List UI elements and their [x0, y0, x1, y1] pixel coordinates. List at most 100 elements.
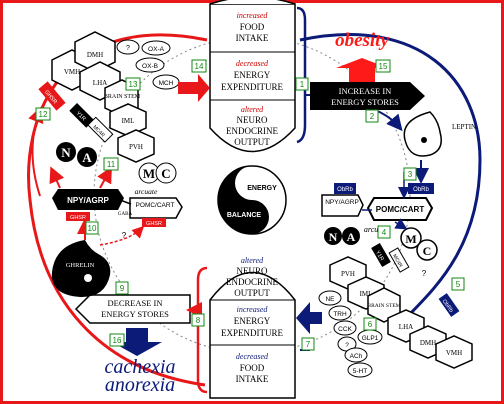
bottom-b3-l1: FOOD: [240, 363, 265, 373]
step-4: 4: [382, 228, 387, 237]
l-oxb: OX-B: [142, 63, 158, 70]
blue-cycle-arc: [299, 33, 482, 331]
bottom-b2-l2: EXPENDITURE: [221, 328, 283, 338]
top-b1-l1: FOOD: [240, 22, 265, 32]
ghrelin-label: GHRELIN: [66, 262, 95, 269]
obesity-arrow: [336, 58, 388, 82]
top-b2-l2: EXPENDITURE: [221, 82, 283, 92]
step-9: 9: [120, 284, 125, 293]
leptin-label: LEPTIN: [452, 123, 476, 131]
r-dmh: DMH: [420, 339, 436, 347]
top-b3-adj: altered: [241, 105, 264, 114]
top-b2-l1: ENERGY: [234, 70, 271, 80]
r-vmh: VMH: [446, 349, 462, 357]
r-brainstem: BRAIN STEM: [367, 303, 400, 309]
r-ne: NE: [325, 296, 335, 303]
step-16: 16: [113, 336, 122, 345]
increase-l1: INCREASE IN: [339, 86, 392, 96]
top-b2-adj: decreased: [236, 59, 269, 68]
l-gaba: GABA: [118, 212, 133, 217]
cachexia-arrow: [112, 328, 162, 356]
r-glp1: GLP1: [362, 335, 379, 342]
r-n: N: [329, 230, 338, 244]
bottom-b1-l2: ENDOCRINE: [226, 277, 278, 287]
energy-label: ENERGY: [247, 185, 277, 192]
r-y1r: Y1R: [374, 250, 385, 262]
r-arcuate: arcuate: [364, 225, 389, 234]
l-c: C: [161, 166, 170, 181]
r-cck: CCK: [338, 326, 352, 333]
bottom-b2-l1: ENERGY: [234, 316, 271, 326]
step-13: 13: [129, 80, 138, 89]
l-pomc: POMC/CART: [136, 202, 175, 209]
r-npy: NPY/AGRP: [325, 199, 359, 206]
step-14: 14: [195, 62, 204, 71]
l-a: A: [82, 150, 92, 165]
decrease-energy-box: DECREASE IN ENERGY STORES: [74, 294, 191, 324]
r-m: M: [405, 232, 416, 246]
l-q-oval: ?: [126, 45, 130, 52]
step-10: 10: [88, 224, 97, 233]
step-15: 15: [379, 62, 388, 71]
step-5: 5: [456, 280, 461, 289]
top-outcome-panel: increased FOOD INTAKE decreased ENERGY E…: [209, 0, 296, 153]
r-5ht: 5-HT: [353, 368, 367, 375]
r-q2: ?: [422, 269, 427, 278]
step-3: 3: [408, 170, 413, 179]
l-y1r: Y1R: [75, 111, 87, 123]
top-b3-l1: NEURO: [237, 115, 268, 125]
bottom-b2-adj: increased: [237, 305, 269, 314]
right-nucleus-cluster: ObRb ObRb NPY/AGRP POMC/CART arcuate N A…: [318, 183, 473, 378]
top-b1-adj: increased: [237, 11, 269, 20]
step-7: 7: [306, 340, 311, 349]
r-pvh: PVH: [341, 270, 355, 278]
r-a: A: [347, 230, 356, 244]
l-vmh: VMH: [64, 68, 80, 76]
r-pomc: POMC/CART: [376, 205, 425, 214]
bottom-b1-adj: altered: [241, 256, 264, 265]
l-m: M: [143, 166, 155, 181]
increase-energy-box: INCREASE IN ENERGY STORES: [310, 82, 425, 110]
l-mch: MCH: [159, 80, 174, 87]
r-obrb1: ObRb: [337, 187, 353, 193]
l-oxa: OX-A: [148, 46, 165, 53]
top-b3-l3: OUTPUT: [234, 137, 270, 147]
right-output-arrow: [296, 302, 322, 334]
obesity-title: obesity: [335, 30, 389, 51]
energy-balance-symbol: ENERGY BALANCE: [217, 165, 287, 235]
r-q: ?: [345, 342, 349, 349]
bottom-bracket: [196, 266, 208, 394]
step-2: 2: [370, 112, 375, 121]
l-iml: IML: [122, 117, 135, 125]
r-ach: ACh: [350, 353, 363, 360]
l-q2: ?: [122, 231, 127, 240]
r-lha: LHA: [399, 323, 413, 331]
r-iml: IML: [360, 290, 373, 298]
l-npy: NPY/AGRP: [67, 196, 109, 205]
step-6: 6: [368, 320, 373, 329]
cachexia-title: cachexia: [104, 356, 175, 378]
l-dmh: DMH: [87, 51, 103, 59]
bottom-outcome-panel: altered NEURO ENDOCRINE OUTPUT increased…: [209, 256, 296, 399]
ghrelin-symbol: GHRELIN: [51, 240, 111, 298]
l-n: N: [61, 145, 71, 160]
r-c: C: [423, 244, 432, 258]
balance-label: BALANCE: [227, 212, 262, 219]
l-brainstem: BRAIN STEM: [104, 94, 141, 100]
step-number-labels: 1 2 3 4 5 6 7 8 9 10 11 12 13 14 15 16: [35, 59, 465, 351]
top-b3-l2: ENDOCRINE: [226, 126, 278, 136]
anorexia-title: anorexia: [105, 374, 175, 396]
r-obrb2: ObRb: [413, 187, 429, 193]
step-12: 12: [39, 110, 48, 119]
bottom-b3-l2: INTAKE: [236, 374, 269, 384]
l-ghsr3: GHSR: [146, 221, 162, 227]
increase-l2: ENERGY STORES: [331, 97, 399, 107]
l-ghsr2: GHSR: [70, 215, 86, 221]
l-arcuate: arcuate: [135, 187, 158, 196]
bottom-b3-adj: decreased: [236, 352, 269, 361]
l-lha: LHA: [93, 79, 107, 87]
bottom-b1-l3: OUTPUT: [234, 288, 270, 298]
step-11: 11: [107, 160, 116, 169]
